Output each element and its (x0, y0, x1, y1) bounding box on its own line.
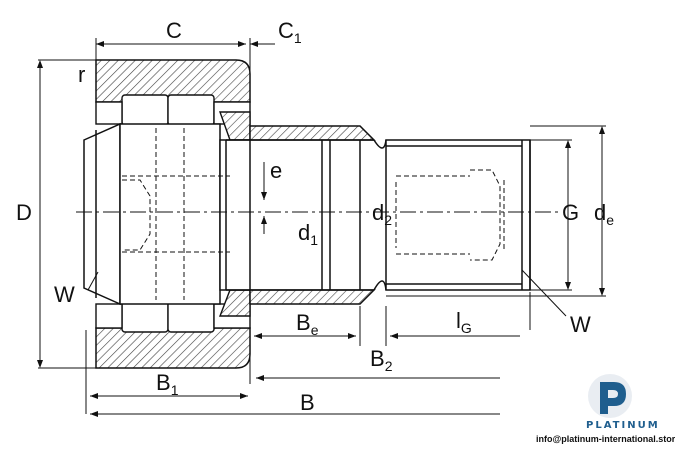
label-b2: B2 (370, 346, 393, 374)
label-d1: d1 (298, 220, 318, 248)
label-d: D (16, 200, 32, 225)
label-w-left: W (54, 282, 75, 307)
logo-brand-text: PLATINUM (586, 420, 660, 431)
arrowheads (37, 41, 605, 417)
stud-shaft (225, 139, 387, 291)
hidden-lines (122, 128, 505, 300)
label-e: e (270, 158, 282, 183)
side-washers (95, 101, 251, 329)
collar-sleeve (249, 125, 376, 305)
platinum-logo: PLATINUM info@platinum-international.sto… (536, 374, 675, 444)
label-b: B (300, 390, 315, 415)
label-c1: C1 (278, 18, 302, 46)
label-r: r (78, 62, 85, 87)
label-d2: d2 (372, 200, 392, 228)
outer-ring (95, 59, 251, 369)
stud-head (83, 122, 251, 306)
label-w-right: W (570, 312, 591, 337)
label-c: C (166, 18, 182, 43)
label-be: Be (296, 310, 319, 338)
label-de: de (594, 200, 614, 228)
label-g: G (562, 200, 579, 225)
dimension-labels: C C1 r D e d2 d1 G de W W Be lG B2 B1 B (16, 18, 614, 415)
dimension-lines (38, 38, 606, 415)
threaded-end (385, 139, 531, 291)
logo-email-text: info@platinum-international.store (536, 434, 675, 444)
label-b1: B1 (156, 370, 179, 398)
label-lg: lG (456, 308, 472, 336)
logo-p-icon (600, 382, 626, 414)
